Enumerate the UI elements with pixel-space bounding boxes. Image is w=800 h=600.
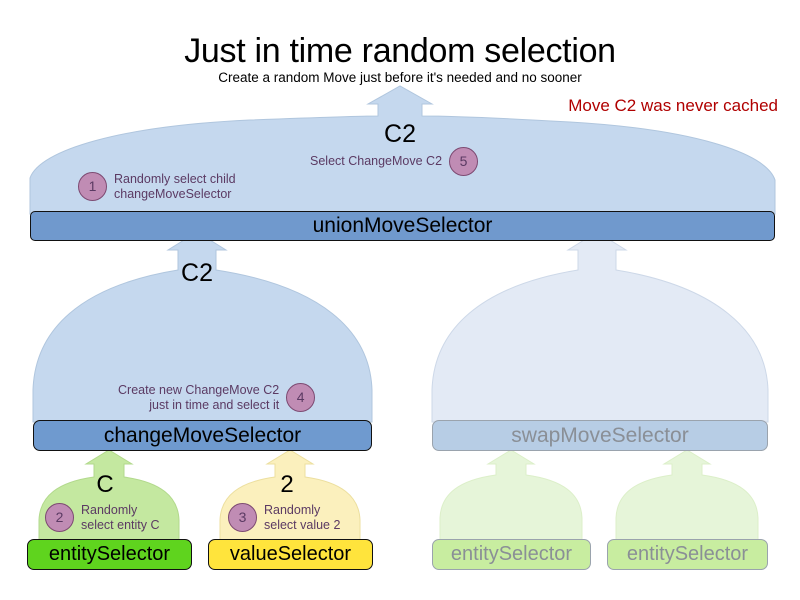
annotation-2: 2 Randomly select entity C [45, 503, 160, 532]
node-value-selector[interactable]: valueSelector [208, 539, 373, 570]
annotation-badge-4: 4 [286, 383, 316, 412]
annotation-1: 1 Randomly select child changeMoveSelect… [78, 172, 236, 201]
flow-label-entity-out: C [96, 471, 114, 498]
cached-note: Move C2 was never cached [568, 96, 778, 115]
node-union-move-selector[interactable]: unionMoveSelector [30, 211, 775, 241]
annotation-text-2: Randomly select entity C [81, 503, 160, 532]
annotation-badge-3: 3 [228, 503, 257, 532]
flow-label-value-out: 2 [280, 471, 294, 498]
entity-blob-faded-right [615, 449, 759, 542]
swap-blob [431, 231, 769, 423]
annotation-3: 3 Randomly select value 2 [228, 503, 340, 532]
annotation-5: Select ChangeMove C2 5 [310, 147, 479, 176]
annotation-badge-5: 5 [449, 147, 479, 176]
annotation-badge-1: 1 [78, 172, 107, 201]
annotation-text-1: Randomly select child changeMoveSelector [114, 172, 236, 201]
flow-label-union-out: C2 [384, 120, 416, 148]
page-subtitle: Create a random Move just before it's ne… [218, 70, 582, 85]
entity-blob-faded-left [439, 449, 583, 542]
node-entity-selector-3[interactable]: entitySelector [607, 539, 768, 570]
node-swap-move-selector[interactable]: swapMoveSelector [432, 420, 768, 451]
node-change-move-selector[interactable]: changeMoveSelector [33, 420, 372, 451]
annotation-4: Create new ChangeMove C2 just in time an… [118, 383, 316, 412]
change-blob [32, 231, 373, 423]
annotation-text-5: Select ChangeMove C2 [310, 154, 443, 169]
annotation-text-3: Randomly select value 2 [264, 503, 341, 532]
page-title: Just in time random selection [184, 32, 616, 70]
node-entity-selector[interactable]: entitySelector [27, 539, 192, 570]
entity-blob [38, 449, 180, 542]
flow-label-change-out: C2 [181, 259, 213, 287]
annotation-text-4: Create new ChangeMove C2 just in time an… [118, 383, 280, 412]
annotation-badge-2: 2 [45, 503, 74, 532]
node-entity-selector-2[interactable]: entitySelector [432, 539, 591, 570]
union-blob [29, 85, 776, 215]
